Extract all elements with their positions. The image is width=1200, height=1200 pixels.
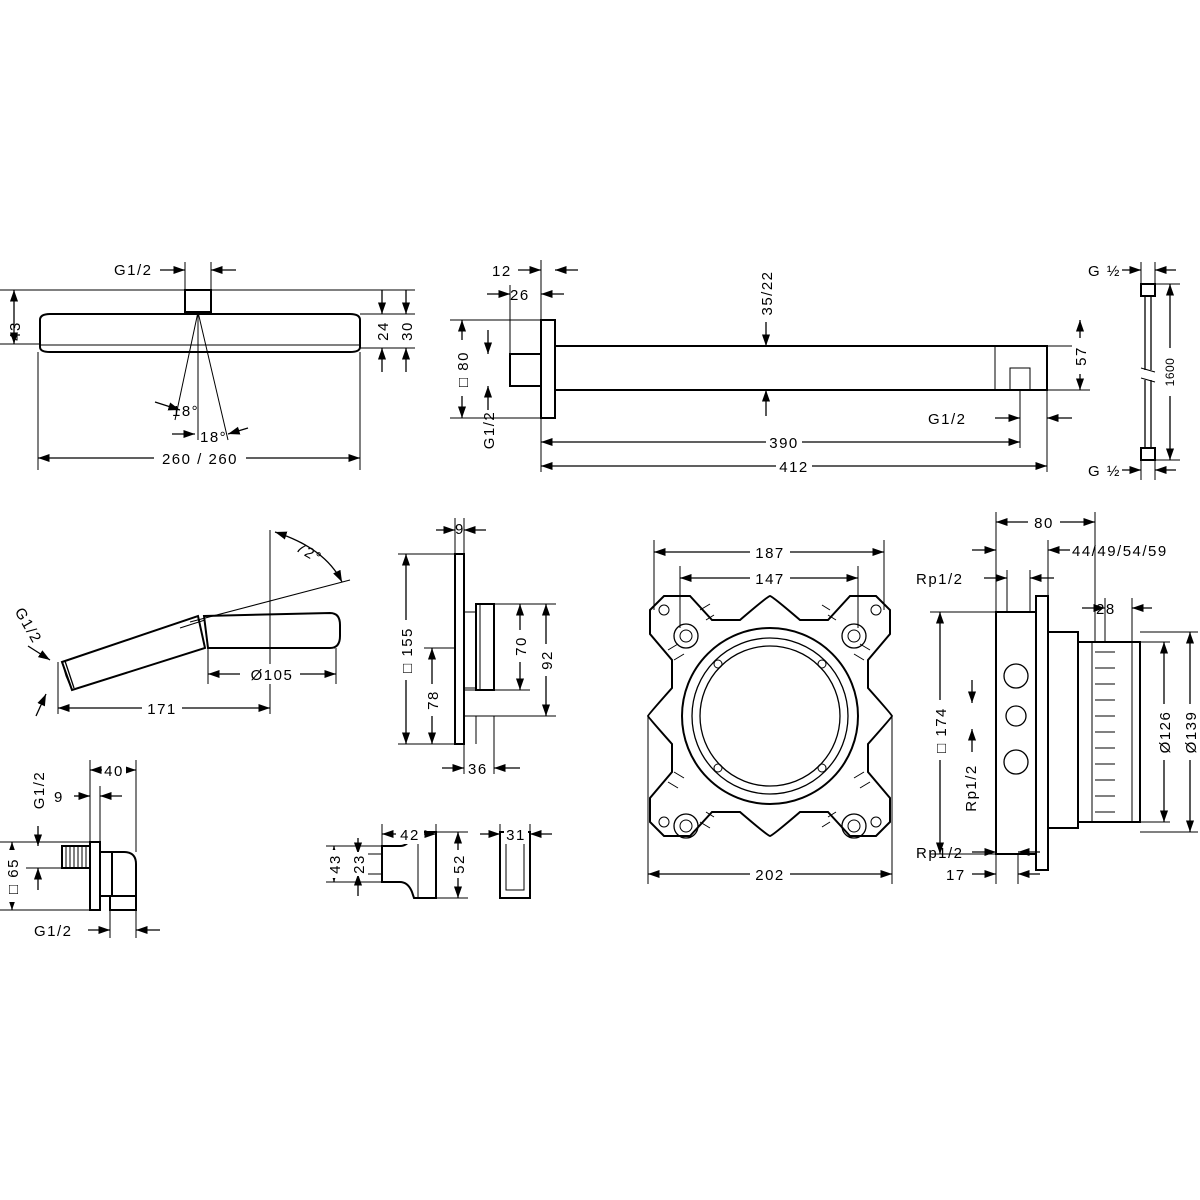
head-shower-drawing: G1/2 43 24 30 18° 18° 260 / 260 [0, 258, 416, 470]
trim-cartridge [475, 603, 495, 691]
hose-thread-bottom: G ½ [1088, 463, 1121, 480]
trim-dim-36: 36 [468, 761, 488, 778]
valve-port-bottom [1003, 749, 1029, 775]
outlet-thread-bottom: G1/2 [34, 923, 73, 940]
bracket-outer-ring [681, 627, 859, 805]
trim-plate-drawing: 9 □ 155 78 70 92 36 [396, 518, 556, 778]
valve-port-top [1003, 663, 1029, 689]
trim-dim-9: 9 [455, 521, 465, 538]
bracket-width-187: 187 [755, 545, 785, 562]
valve-dim-17: 17 [946, 867, 966, 884]
hand-shower-length: 171 [147, 701, 177, 718]
valve-body [995, 611, 1037, 855]
wall-outlet-drawing: 40 G1/2 9 □ 65 G1/2 [0, 760, 160, 940]
arm-dim-12: 12 [492, 263, 512, 280]
arm-thread-right: G1/2 [928, 411, 967, 428]
valve-depth-range: 44/49/54/59 [1072, 543, 1168, 560]
valve-thread-top: Rp1/2 [916, 571, 964, 588]
outlet-thread-top: G1/2 [31, 771, 48, 810]
outlet-plate-size: □ 65 [5, 858, 22, 894]
bracket-width-202: 202 [755, 867, 785, 884]
valve-diameter-139: Ø139 [1183, 711, 1200, 754]
holder-height-52: 52 [451, 854, 468, 874]
hand-shower-drawing: G1/2 72° Ø105 171 [11, 530, 351, 718]
valve-diameter-126: Ø126 [1157, 711, 1174, 754]
valve-thread-bottom: Rp1/2 [916, 845, 964, 862]
valve-body-drawing: 80 Rp1/2 44/49/54/59 28 □ 174 Rp1/2 Ø126… [916, 512, 1200, 884]
valve-cartridge [1005, 705, 1027, 727]
holder-width-31: 31 [506, 827, 526, 844]
arm-dim-26: 26 [510, 287, 530, 304]
valve-depth-80: 80 [1034, 515, 1054, 532]
bracket-mount-top-right [841, 623, 867, 649]
arm-tube-section: 35/22 [759, 270, 776, 315]
bracket-mount-top-left [673, 623, 699, 649]
head-shower-body [39, 313, 361, 353]
bracket-mount-bottom-right [841, 813, 867, 839]
trim-plate [454, 553, 465, 745]
trim-plate-size: □ 155 [399, 627, 416, 673]
hose-length: 1600 [1163, 358, 1177, 387]
head-shower-height-30: 30 [399, 321, 416, 341]
hose-thread-top: G ½ [1088, 263, 1121, 280]
head-shower-angle-1: 18° [172, 403, 199, 420]
arm-height-57: 57 [1073, 346, 1090, 366]
head-shower-thread-label: G1/2 [114, 262, 153, 279]
head-shower-connector [184, 289, 212, 313]
holder-height-23: 23 [351, 854, 368, 874]
head-shower-angle-2: 18° [200, 429, 227, 446]
hand-shower-angle: 72° [293, 539, 325, 567]
valve-thread-middle: Rp1/2 [963, 764, 980, 812]
hand-shower-thread: G1/2 [11, 605, 45, 647]
outlet-dim-9: 9 [54, 789, 64, 806]
arm-length-412: 412 [779, 459, 809, 476]
arm-thread-left: G1/2 [481, 411, 498, 450]
hand-shower-head [202, 611, 341, 649]
shower-arm-wall-plate [540, 319, 556, 419]
shower-arm-tube [554, 345, 1048, 391]
wall-outlet-body [100, 851, 137, 897]
valve-dim-28: 28 [1096, 601, 1116, 618]
shower-arm-thread-stub [509, 353, 542, 387]
shower-arm-drawing: 12 26 □ 80 G1/2 35/22 G1/2 57 390 412 [450, 260, 1092, 476]
bracket-outline [646, 594, 894, 838]
valve-sleeve [1077, 641, 1141, 823]
holder-height-43: 43 [327, 854, 344, 874]
head-shower-width: 260 / 260 [162, 451, 238, 468]
trim-dim-92: 92 [539, 650, 556, 670]
valve-body-size: □ 174 [933, 707, 950, 753]
wall-outlet-thread [61, 845, 91, 869]
holder-width-42: 42 [400, 827, 420, 844]
arm-plate-size: □ 80 [455, 351, 472, 387]
hose-drawing: G ½ 1600 G ½ [1088, 262, 1180, 480]
hose-top-fitting [1140, 283, 1156, 297]
bracket-width-147: 147 [755, 571, 785, 588]
head-shower-height-43: 43 [7, 321, 24, 341]
bracket-inner-ring [699, 645, 841, 787]
hand-shower-diameter: Ø105 [251, 667, 294, 684]
trim-dim-70: 70 [513, 636, 530, 656]
outlet-depth-40: 40 [104, 763, 124, 780]
holder-drawing: 42 43 23 52 31 [326, 824, 552, 899]
hand-shower-handle [60, 614, 207, 692]
trim-dim-78: 78 [425, 690, 442, 710]
head-shower-height-24: 24 [375, 321, 392, 341]
bracket-mount-bottom-left [673, 813, 699, 839]
hose-bottom-fitting [1140, 447, 1156, 461]
mounting-bracket-drawing: 187 147 202 [646, 540, 894, 884]
arm-length-390: 390 [769, 435, 799, 452]
wall-outlet-connector [109, 895, 137, 911]
wall-outlet-plate [89, 841, 101, 911]
valve-flange [1035, 595, 1049, 871]
